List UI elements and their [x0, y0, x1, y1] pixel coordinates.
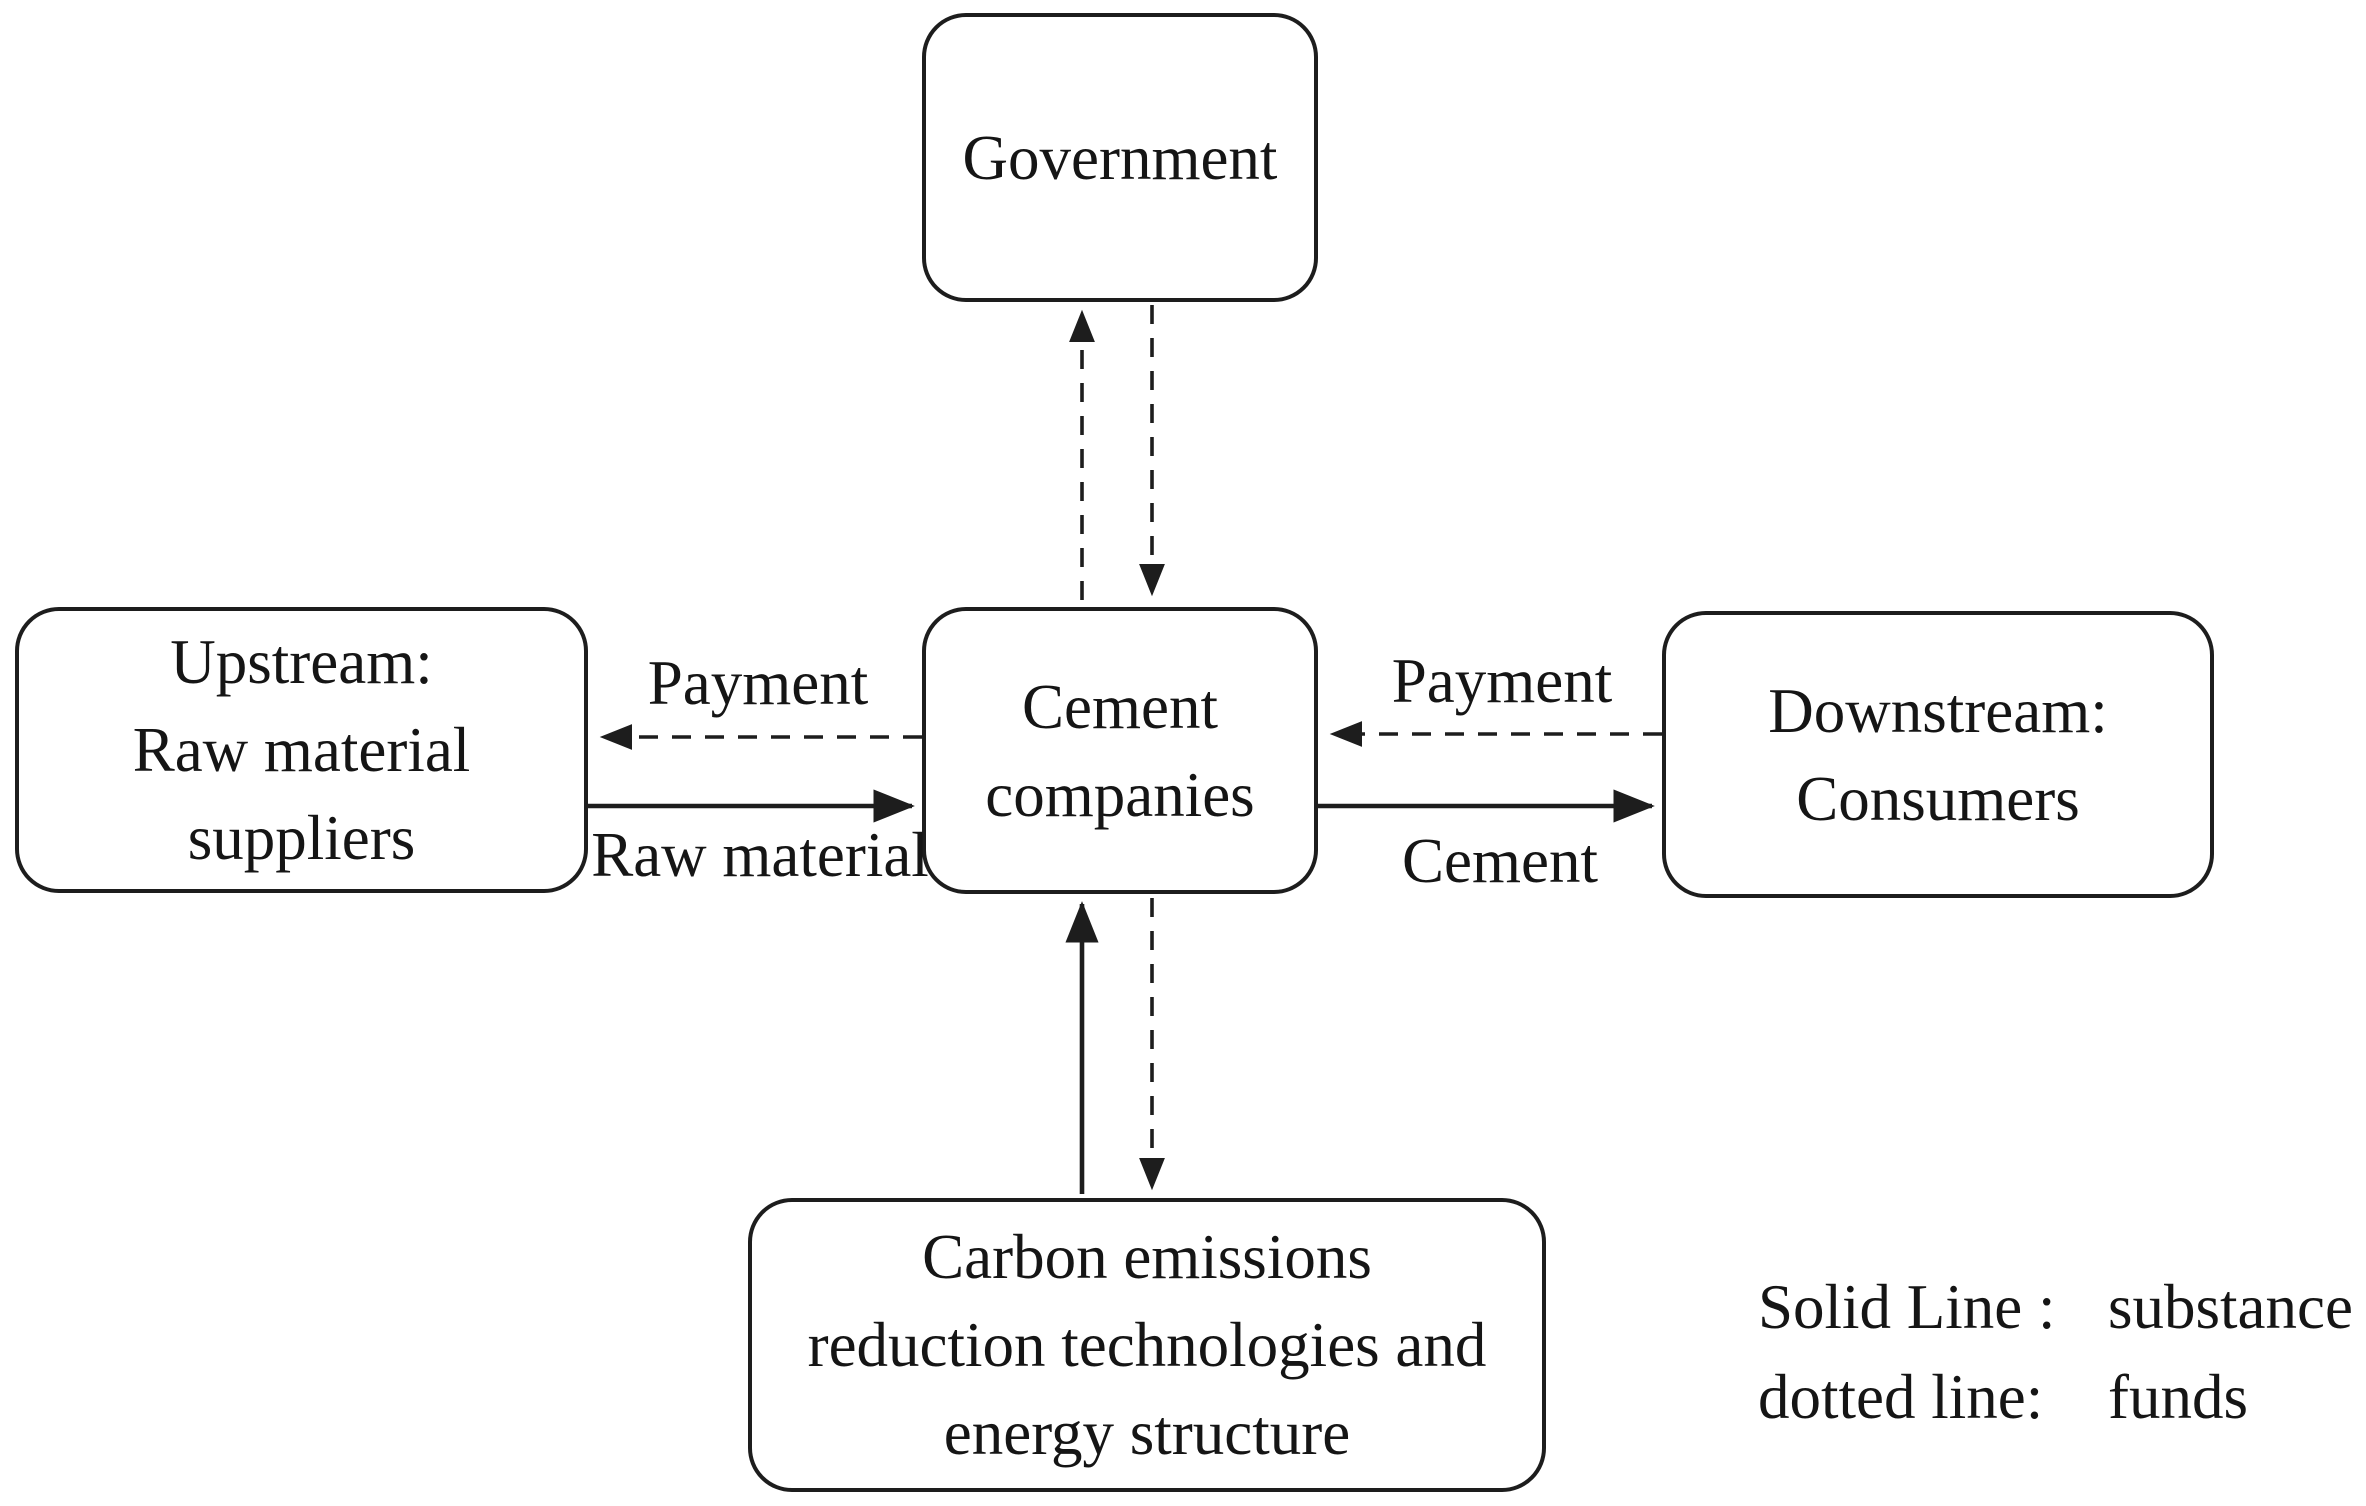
node-cement-companies: Cement companies — [922, 607, 1318, 894]
node-government: Government — [922, 13, 1318, 302]
legend-row-dotted-line: dotted line: funds — [1758, 1352, 2353, 1442]
node-upstream-raw-material-suppliers: Upstream: Raw material suppliers — [15, 607, 588, 893]
legend-value-substance: substance — [2108, 1272, 2353, 1342]
edge-label-payment-left: Payment — [647, 648, 869, 718]
edge-label-raw-material: Raw material — [591, 820, 929, 890]
edge-label-payment-right: Payment — [1391, 646, 1613, 716]
legend-term-solid-line: Solid Line : — [1758, 1272, 2056, 1342]
legend-term-dotted-line: dotted line: — [1758, 1362, 2044, 1432]
edge-label-cement-flow: Cement — [1402, 826, 1598, 896]
node-carbon-emissions-reduction: Carbon emissions reduction technologies … — [748, 1198, 1546, 1492]
legend: Solid Line : substance dotted line: fund… — [1758, 1262, 2353, 1442]
legend-value-funds: funds — [2108, 1362, 2248, 1432]
legend-row-solid-line: Solid Line : substance — [1758, 1262, 2353, 1352]
node-downstream-consumers: Downstream: Consumers — [1662, 611, 2214, 898]
